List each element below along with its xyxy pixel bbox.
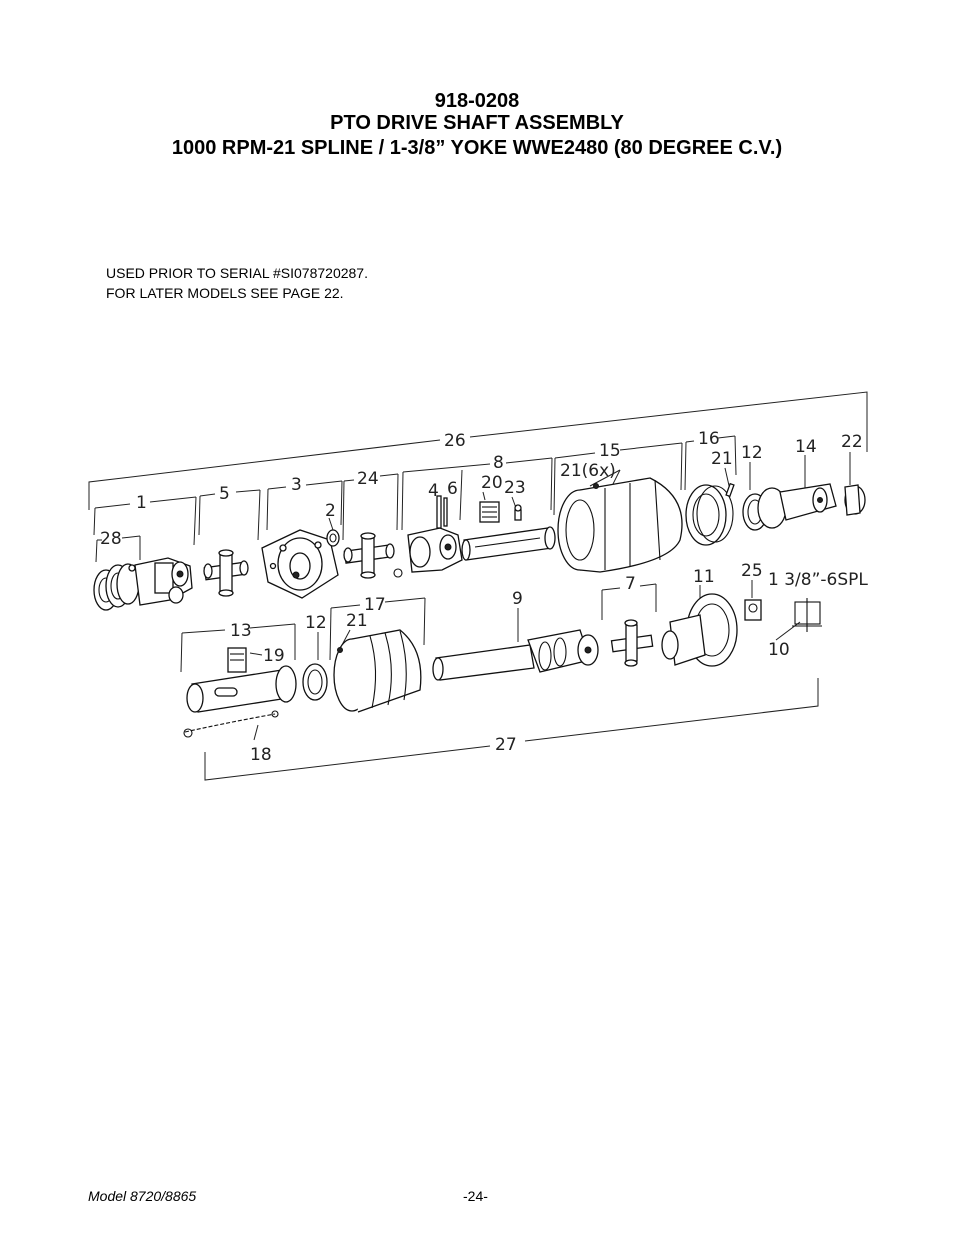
callout-20: 20 — [481, 473, 503, 493]
callout-15: 15 — [599, 441, 621, 461]
footer-page-number: -24- — [463, 1188, 488, 1204]
callout-11: 11 — [693, 567, 715, 587]
part-4-inner-yoke — [407, 495, 463, 573]
callout-24: 24 — [357, 469, 379, 489]
callout-1: 1 — [136, 493, 147, 513]
bracket-26 — [88, 391, 868, 510]
callout-2: 2 — [325, 501, 336, 521]
callout-12-lower: 12 — [305, 613, 327, 633]
callout-14: 14 — [795, 437, 817, 457]
part-8-inner-tube — [461, 526, 556, 561]
callout-16: 16 — [698, 429, 720, 449]
callout-4: 4 — [428, 481, 439, 501]
part-18-chain — [183, 710, 279, 738]
footer-model: Model 8720/8865 — [88, 1188, 197, 1204]
callout-22: 22 — [841, 432, 863, 452]
callout-28: 28 — [100, 529, 122, 549]
part-5-cross — [203, 549, 249, 597]
part-2-fitting — [326, 529, 340, 547]
callout-8: 8 — [493, 453, 504, 473]
part-20-decal — [479, 501, 500, 523]
callout-17: 17 — [364, 595, 386, 615]
callout-spline-size: 1 3/8”-6SPL — [768, 570, 868, 590]
callout-3: 3 — [291, 475, 302, 495]
part-12-lower-bearing — [302, 647, 343, 701]
part-1-yoke — [134, 557, 193, 606]
part-28-collar — [93, 563, 140, 611]
part-25-decal — [744, 599, 762, 621]
callout-26: 26 — [444, 431, 466, 451]
part-24-cross — [343, 532, 403, 579]
part-11-guard — [661, 593, 738, 667]
callout-21-upper: 21 — [711, 449, 733, 469]
callout-labels: 26 1 5 3 24 2 28 4 6 8 20 23 15 21(6x) 1… — [100, 429, 868, 765]
part-15-guard-cone — [557, 477, 683, 573]
callout-21-lower: 21 — [346, 611, 368, 631]
part-number: 918-0208 — [434, 90, 520, 112]
callout-19: 19 — [263, 646, 285, 666]
part-23-grease-fitting — [514, 504, 522, 521]
part-16-bearing-ring — [685, 484, 734, 546]
part-21-screw — [725, 482, 735, 498]
part-3-cv-housing — [261, 529, 339, 599]
callout-7: 7 — [625, 574, 636, 594]
callout-9: 9 — [512, 589, 523, 609]
callout-18: 18 — [250, 745, 272, 765]
bracket-27 — [204, 678, 819, 781]
callout-13: 13 — [230, 621, 252, 641]
page-reference-note: FOR LATER MODELS SEE PAGE 22. — [106, 285, 344, 301]
part-22-end-cap — [844, 484, 866, 516]
callout-25: 25 — [741, 561, 763, 581]
part-14-outer-yoke — [757, 483, 837, 529]
assembly-title: PTO DRIVE SHAFT ASSEMBLY — [330, 112, 624, 134]
assembly-spec: 1000 RPM-21 SPLINE / 1-3/8” YOKE WWE2480… — [171, 137, 783, 159]
callout-27: 27 — [495, 735, 517, 755]
part-17-bellows — [333, 629, 422, 713]
part-7-cross — [610, 619, 654, 667]
part-9-outer-tube — [432, 629, 599, 681]
callout-6: 6 — [447, 479, 458, 499]
callout-10: 10 — [768, 640, 790, 660]
serial-note: USED PRIOR TO SERIAL #SI078720287. — [106, 265, 368, 281]
callout-5: 5 — [219, 484, 230, 504]
callout-23: 23 — [504, 478, 526, 498]
part-10-spline-detail — [792, 598, 822, 632]
callout-12-upper: 12 — [741, 443, 763, 463]
callout-21-6x: 21(6x) — [560, 461, 616, 481]
part-13-tube-guard — [186, 647, 297, 713]
